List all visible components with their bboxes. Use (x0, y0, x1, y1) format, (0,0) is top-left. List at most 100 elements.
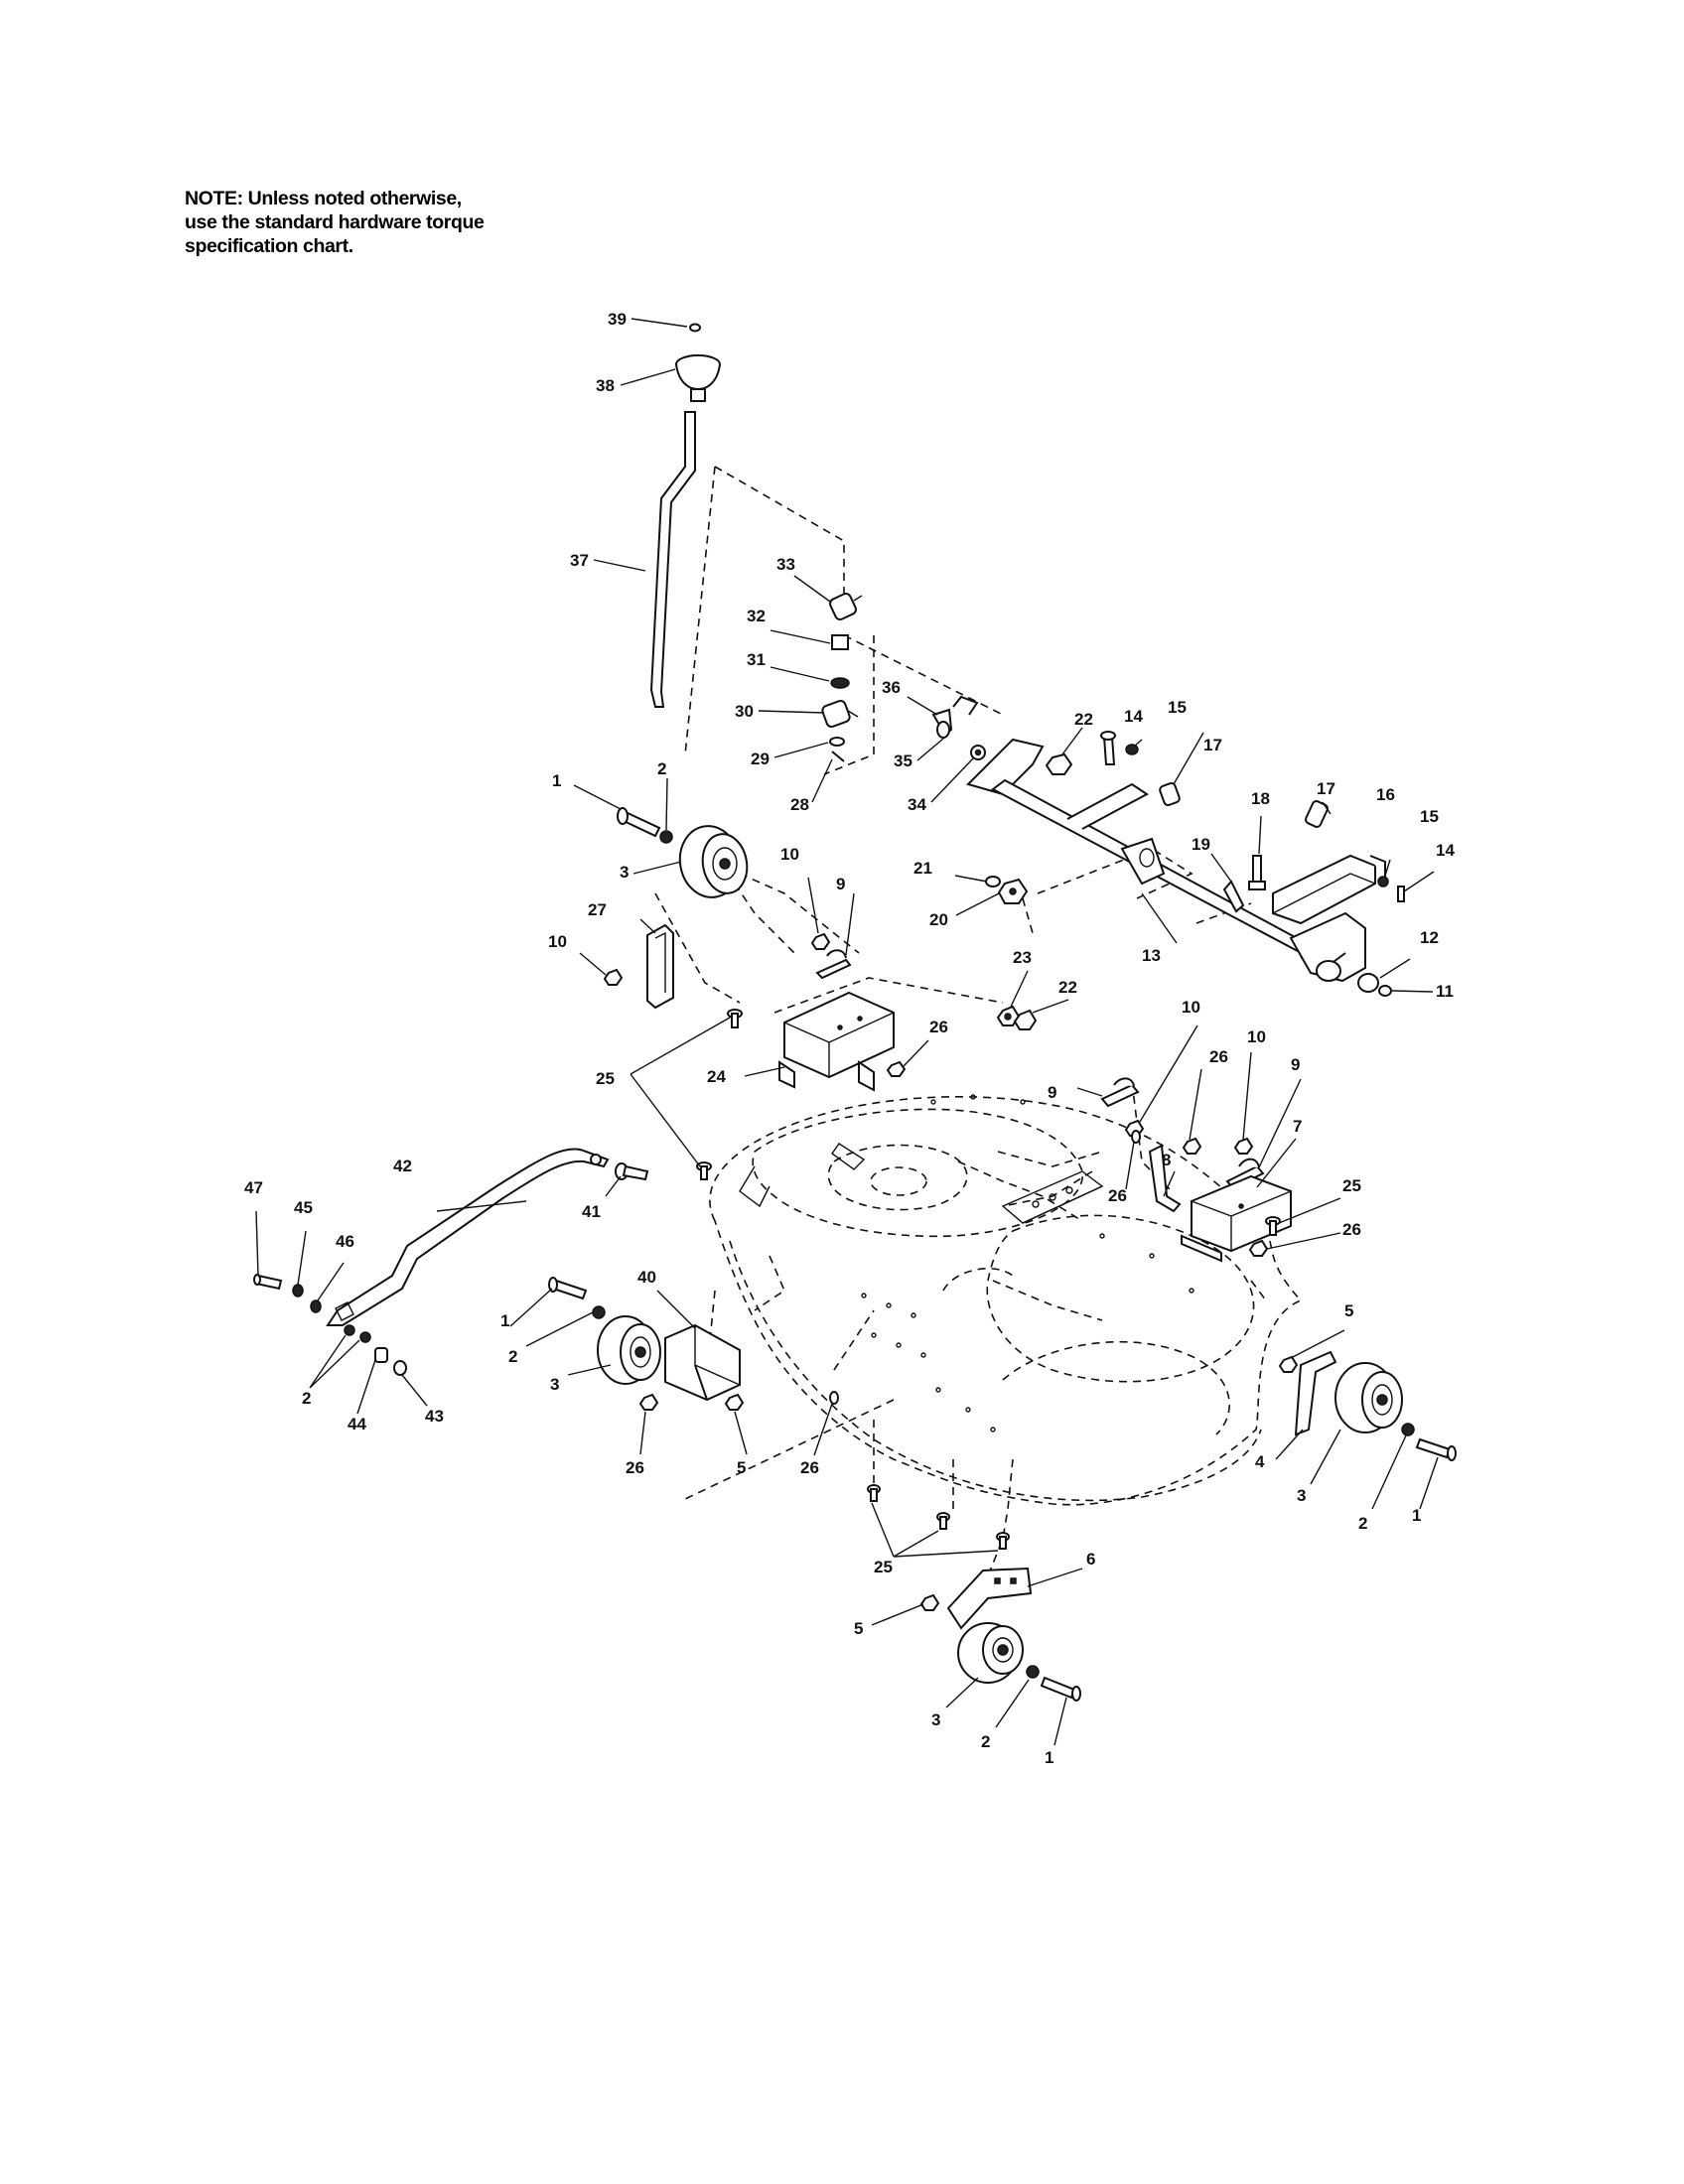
bracket-16 (1272, 854, 1386, 925)
pin-28 (831, 751, 845, 762)
callout-25-left: 25 (596, 1069, 615, 1088)
wheel-3-right (1334, 1362, 1403, 1433)
callout-26-center: 26 (929, 1018, 948, 1036)
callout-24: 24 (707, 1067, 726, 1086)
wheel-3-bottom (957, 1622, 1024, 1684)
mower-deck (709, 1094, 1303, 1506)
callout-33: 33 (776, 555, 795, 574)
washer-15-right (1377, 876, 1389, 887)
nut-5-bottom (919, 1593, 940, 1611)
callout-1-left: 1 (500, 1311, 509, 1330)
callout-40: 40 (637, 1268, 656, 1287)
mounting-bracket-7 (1181, 1174, 1292, 1263)
clamp-9-center (815, 949, 852, 980)
nut-10-right (1233, 1137, 1254, 1155)
callout-19: 19 (1192, 835, 1210, 854)
washer-12 (1357, 973, 1379, 993)
callout-26-right: 26 (1342, 1220, 1361, 1239)
nut-22-upper (1045, 752, 1073, 775)
callout-4: 4 (1255, 1452, 1265, 1471)
callout-8: 8 (1162, 1151, 1171, 1169)
callout-22-upper: 22 (1074, 710, 1093, 729)
washer-34 (970, 745, 986, 760)
callout-5-left: 5 (737, 1458, 746, 1477)
callout-31: 31 (747, 650, 766, 669)
callout-2-lower-left: 2 (302, 1389, 311, 1408)
wheel-bolt-1-bottom (1040, 1676, 1081, 1702)
callout-39: 39 (608, 310, 627, 329)
carriage-bolt-25-right (1265, 1216, 1281, 1236)
nut-5-left (724, 1393, 745, 1411)
nut-26-right (1248, 1239, 1269, 1257)
torque-note: NOTE: Unless noted otherwise, use the st… (185, 187, 552, 258)
washer-21 (985, 876, 1001, 887)
nut-10-left (603, 968, 624, 986)
washer-45 (292, 1284, 304, 1297)
callout-3-bottom: 3 (931, 1710, 940, 1729)
deck-rod-42 (326, 1148, 610, 1326)
washer-2-left (592, 1305, 606, 1319)
callout-10-center: 10 (780, 845, 799, 864)
callout-9-center: 9 (836, 875, 845, 893)
callout-36: 36 (882, 678, 901, 697)
callout-1-right: 1 (1412, 1506, 1421, 1525)
callout-16: 16 (1376, 785, 1395, 804)
spacer-32 (831, 634, 849, 650)
callout-10-right-upper: 10 (1182, 998, 1200, 1017)
callout-23: 23 (1013, 948, 1032, 967)
callout-18: 18 (1251, 789, 1270, 808)
callout-42: 42 (393, 1157, 412, 1175)
bushing-17-left (1159, 781, 1181, 807)
bracket-40 (664, 1323, 741, 1402)
assembly-guide-lines (654, 466, 1342, 1589)
lift-knob-38 (675, 354, 721, 402)
callout-38: 38 (596, 376, 615, 395)
callout-25-right: 25 (1342, 1176, 1361, 1195)
washer-15-left (1125, 744, 1139, 755)
nut-26-center (886, 1060, 907, 1077)
nut-22-lower (1013, 1009, 1038, 1030)
clamp-9-right-upper (1100, 1077, 1140, 1108)
wheel-bolt-1-right (1415, 1437, 1457, 1461)
lift-shaft-13 (966, 738, 1366, 983)
nut-10-center (810, 932, 831, 950)
callout-9-right: 9 (1291, 1055, 1300, 1074)
pin-41 (615, 1162, 649, 1181)
callout-35: 35 (894, 751, 912, 770)
callout-3-left: 3 (550, 1375, 559, 1394)
washer-31 (830, 677, 850, 689)
washer-2-top-left (659, 830, 673, 844)
wheel-bolt-1-top-left (617, 807, 661, 838)
callout-32: 32 (747, 607, 766, 625)
callout-10-right: 10 (1247, 1027, 1266, 1046)
washer-2-right (1401, 1423, 1415, 1436)
callout-12: 12 (1420, 928, 1439, 947)
callout-6: 6 (1086, 1550, 1095, 1569)
wheel-3-left (597, 1315, 661, 1385)
washers-2-lower-left (344, 1324, 371, 1343)
nut-11 (1378, 985, 1392, 997)
callout-7: 7 (1293, 1117, 1302, 1136)
nut-26-lower-center (829, 1391, 839, 1405)
callout-26-lower-left: 26 (626, 1458, 644, 1477)
strap-8 (1148, 1144, 1182, 1213)
callout-46: 46 (336, 1232, 354, 1251)
callout-5-right: 5 (1344, 1301, 1353, 1320)
bushing-17-right (1304, 800, 1330, 828)
lift-handle-37 (649, 411, 696, 708)
callout-45: 45 (294, 1198, 313, 1217)
callout-20: 20 (929, 910, 948, 929)
callout-3-top: 3 (620, 863, 629, 882)
knob-set-screw-39 (689, 323, 701, 333)
bolt-35 (936, 721, 950, 739)
callout-28: 28 (790, 795, 809, 814)
nut-26-lower-left (638, 1393, 659, 1411)
callout-17-right: 17 (1317, 779, 1335, 798)
wheel-bolt-1-left (548, 1277, 588, 1300)
callout-1-top: 1 (552, 771, 561, 790)
wheel-3-top-left (678, 825, 749, 898)
callout-26-right-upper: 26 (1209, 1047, 1228, 1066)
callout-17-left: 17 (1203, 736, 1222, 754)
